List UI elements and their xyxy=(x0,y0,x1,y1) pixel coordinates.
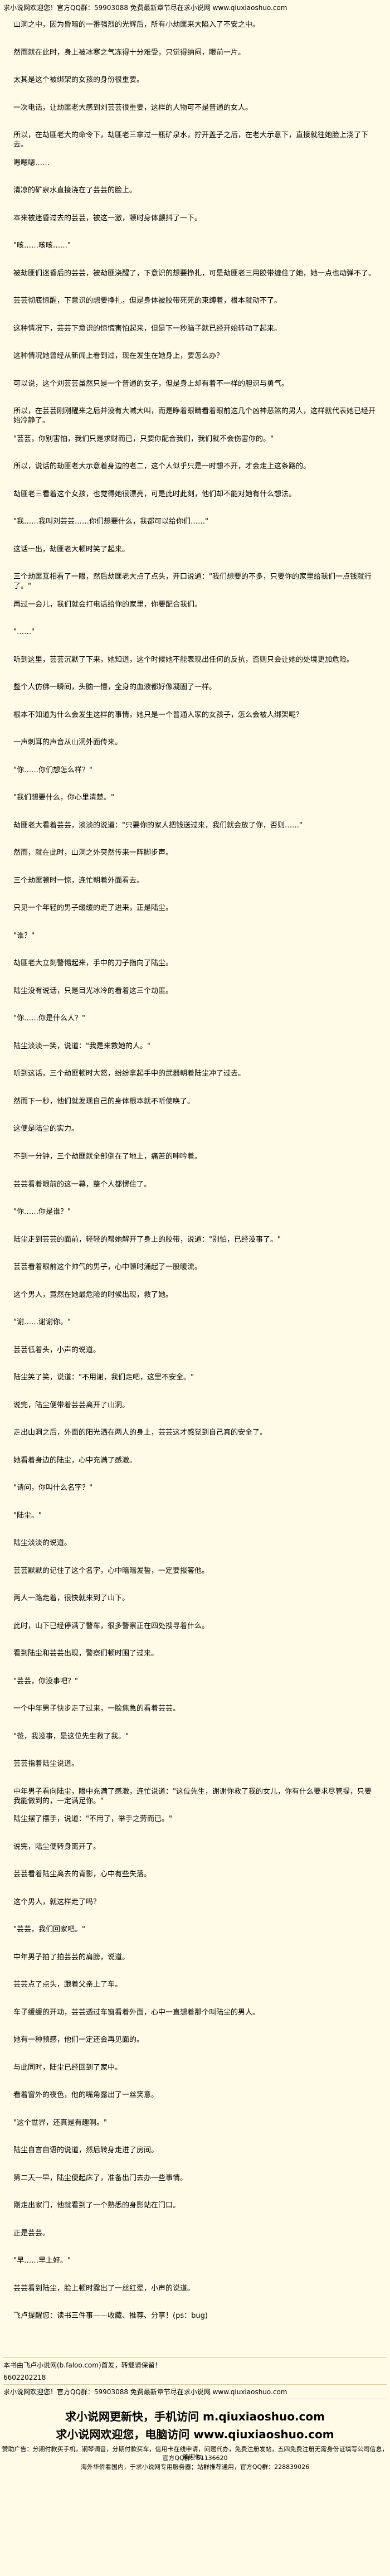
paragraph: "谢……谢谢你。" xyxy=(13,1318,71,1326)
paragraph: 听到这里，芸芸沉默了下来，她知道，这个时候她不能表现出任何的反抗，否则只会让她的… xyxy=(13,656,354,664)
site-footer-line: 求小说网欢迎您！官方QQ群：59903088 免费最新章节尽在求小说网 www.… xyxy=(3,2388,287,2396)
paragraph: 嗯嗯嗯…… xyxy=(13,159,50,167)
paragraph: 然而就在此时，身上被冰寒之气冻得十分难受，只觉得纳闷，眼前一片。 xyxy=(13,49,246,57)
paragraph: 陆尘没有说话，只是目光冰冷的看着这三个劫匪。 xyxy=(13,987,173,995)
paragraph: 芸芸低着头，小声的说道。 xyxy=(13,1346,101,1354)
paragraph: 看着窗外的夜色，他的嘴角露出了一丝笑意。 xyxy=(13,2091,159,2099)
paragraph: 看到陆尘和芸芸出现，警察们顿时围了过来。 xyxy=(13,1649,159,1658)
divider xyxy=(3,2357,387,2358)
paragraph: 芸芸彻底惊醒，下意识的想要挣扎，但是身体被胶带死死的束缚着，根本就动不了。 xyxy=(13,297,282,305)
paragraph: 走出山洞之后，外面的阳光洒在两人的身上，芸芸这才感觉到自己真的安全了。 xyxy=(13,1429,267,1437)
site-header-line: 求小说网欢迎您！官方QQ群：59903088 免费最新章节尽在求小说网 www.… xyxy=(3,4,287,12)
paragraph: 所以，说话的劫匪老大示意着身边的老二，这个人似乎只是一时想不开，才会走上这条路的… xyxy=(13,462,311,471)
paragraph: 车子缓缓的开动，芸芸透过车窗看着外面，心中一直想着那个叫陆尘的男人。 xyxy=(13,2008,260,2017)
divider xyxy=(3,2384,387,2385)
paragraph: 陆尘自言自语的说道，然后转身走进了房间。 xyxy=(13,2146,159,2154)
paragraph: 说完，陆尘便转身离开了。 xyxy=(13,1843,101,1851)
paragraph: 一次电话，让劫匪老大感到刘芸芸很重要，这样的人物可不是普通的女人。 xyxy=(13,104,253,112)
paragraph: "这个世界，还真是有趣啊。" xyxy=(13,2119,107,2127)
paragraph: 飞卢提醒您：读书三件事——收藏、推荐、分享！(ps：bug) xyxy=(13,2312,208,2320)
paragraph: 一个中年男子快步走了过来，一脸焦急的看着芸芸。 xyxy=(13,1705,181,1713)
paragraph: "爸，我没事，是这位先生救了我。" xyxy=(13,1732,129,1741)
paragraph: "我们想要什么，你心里清楚。" xyxy=(13,793,114,802)
paragraph: "你……你是谁？" xyxy=(13,1208,71,1216)
paragraph: 这便是陆尘的实力。 xyxy=(13,1125,79,1133)
paragraph: 然而下一秒，他们就发现自己的身体根本就不听使唤了。 xyxy=(13,1097,195,1106)
paragraph: 整个人仿佛一瞬间，头脑一懵，全身的血液都好像凝固了一样。 xyxy=(13,683,217,691)
paragraph: 所以，在芸芸刚刚醒来之后并没有大喊大叫，而是睁着眼睛看着眼前这几个凶神恶煞的男人… xyxy=(13,407,376,425)
paragraph: 芸芸看着陆尘离去的背影，心中有些失落。 xyxy=(13,1870,152,1878)
paragraph: 这种情况她曾经从新闻上看到过，现在发生在她身上，要怎么办？ xyxy=(13,352,224,360)
paragraph: 陆尘淡淡一笑，说道："我是来救她的人。" xyxy=(13,1042,150,1050)
paragraph: "芸芸，你别害怕，我们只是求财而已，只要你配合我们，我们就不会伤害你的。" xyxy=(13,435,274,443)
paragraph: 陆尘摆了摆手，说道："不用了，举手之劳而已。" xyxy=(13,1815,172,1823)
paragraph: "请问，你叫什么名字？" xyxy=(13,1484,92,1492)
paragraph: 她有一种预感，他们一定还会再见面的。 xyxy=(13,2036,144,2044)
paragraph: 芸芸看着眼前的这一幕，整个人都愣住了。 xyxy=(13,1180,152,1189)
paragraph: 这个男人，就这样走了吗？ xyxy=(13,1898,101,1906)
paragraph: 陆尘笑了笑，说道："不用谢，我们走吧，这里不安全。" xyxy=(13,1373,194,1382)
paragraph: 这话一出，劫匪老大顿时笑了起来。 xyxy=(13,545,130,554)
overseas-notice: 海外华侨看国内，于求小说网专用服务器；站群推荐通用，官方QQ群：22883902… xyxy=(80,2463,310,2471)
paragraph: 此时，山下已经停满了警车，很多警察正在四处搜寻着什么。 xyxy=(13,1622,209,1630)
paragraph: 中年男子看向陆尘，眼中充满了感激，连忙说道："这位先生，谢谢你救了我的女儿，你有… xyxy=(13,1788,372,1805)
footer-code: 6602202218 xyxy=(3,2374,46,2381)
paragraph: "芸芸，我们回家吧。" xyxy=(13,1925,85,1934)
paragraph: 中年男子拍了拍芸芸的肩膀，说道。 xyxy=(13,1953,130,1962)
site-slogan-desktop: 求小说网欢迎您，电脑访问 www.qiuxiaoshuo.com xyxy=(56,2428,334,2441)
qq-group-text: 官方QQ群：51136620 xyxy=(162,2454,228,2462)
paragraph: "……" xyxy=(13,628,35,636)
paragraph: 两人一路走着，很快就来到了山下。 xyxy=(13,1594,130,1602)
paragraph: 三个劫匪互相看了一眼，然后劫匪老大点了点头，开口说道："我们想要的不多，只要你的… xyxy=(13,573,372,590)
paragraph: 可以说，这个刘芸芸虽然只是一个普通的女子，但是身上却有着不一样的胆识与勇气。 xyxy=(13,380,289,388)
paragraph: 芸芸指着陆尘说道。 xyxy=(13,1760,79,1768)
site-slogan-mobile: 求小说网更新快，手机访问 m.qiuxiaoshuo.com xyxy=(65,2410,325,2423)
paragraph: 被劫匪们迷昏后的芸芸，被劫匪浇醒了，下意识的想要挣扎，可是劫匪老三用胶带缠住了她… xyxy=(13,269,376,278)
paragraph: 本来被迷昏过去的芸芸，被这一激，顿时身体颤抖了一下。 xyxy=(13,214,202,222)
sponsor-ad-text: 赞助广告：分期付款买手机，钢琴调音，分期付款买车，信用卡在线申请，问题代办，免费… xyxy=(2,2446,388,2461)
paragraph: 劫匪老三看着这个女孩，也觉得她很漂亮，可是此时此刻，他们却不能对她有什么想法。 xyxy=(13,490,296,498)
paragraph: 太其是这个被绑架的女孩的身份很重要。 xyxy=(13,76,144,84)
paragraph: "谁？" xyxy=(13,932,35,940)
paragraph: "咳……咳咳……" xyxy=(13,241,71,250)
paragraph: 清凉的矿泉水直接浇在了芸芸的脸上。 xyxy=(13,186,137,195)
paragraph: 三个劫匪顿时一惊，连忙朝着外面看去。 xyxy=(13,877,144,885)
paragraph: 山洞之中，因为昏暗的一番强烈的光辉后，所有小劫匪来大陷入了不安之中。 xyxy=(13,21,260,29)
source-notice: 本书由飞卢小说网(b.faloo.com)首发，转载请保留！ xyxy=(3,2361,162,2369)
paragraph: "你……你是什么人？" xyxy=(13,1014,85,1023)
paragraph: 她看着身边的陆尘，心中充满了感激。 xyxy=(13,1456,137,1465)
paragraph: 然而，就在此时，山洞之外突然传来一阵脚步声。 xyxy=(13,849,173,857)
paragraph: "芸芸，你没事吧？" xyxy=(13,1677,78,1686)
paragraph: 再过一会儿，我们就会打电话给你的家里，你要配合我们。 xyxy=(13,601,202,609)
paragraph: 劫匪老大看着芸芸，淡淡的说道："只要你的家人把钱送过来，我们就会放了你，否则……… xyxy=(13,821,303,830)
paragraph: 只见一个年轻的男子缓缓的走了进来，正是陆尘。 xyxy=(13,904,173,912)
paragraph: 与此同时，陆尘已经回到了家中。 xyxy=(13,2064,123,2072)
paragraph: 劫匪老大立刻警惕起来，手中的刀子指向了陆尘。 xyxy=(13,959,173,967)
paragraph: 说完，陆尘便带着芸芸离开了山洞。 xyxy=(13,1401,130,1410)
paragraph: 芸芸点了点头，跟着父亲上了车。 xyxy=(13,1981,123,1989)
paragraph: 陆尘淡淡的说道。 xyxy=(13,1539,72,1547)
paragraph: 芸芸看着眼前这个帅气的男子，心中顿时涌起了一股暖流。 xyxy=(13,1263,202,1271)
paragraph: "早……早上好。" xyxy=(13,2257,71,2265)
paragraph: 第二天一早，陆尘便起床了，准备出门去办一些事情。 xyxy=(13,2174,188,2182)
paragraph: 听到这话，三个劫匪顿时大怒，纷纷拿起手中的武器朝着陆尘冲了过去。 xyxy=(13,1069,246,1078)
paragraph: "我……我叫刘芸芸……你们想要什么，我都可以给你们……" xyxy=(13,517,208,526)
paragraph: 刚走出家门，他就看到了一个熟悉的身影站在门口。 xyxy=(13,2201,181,2210)
paragraph: 这种情况下，芸芸下意识的惊慌害怕起来，但是下一秒脑子就已经开始转动了起来。 xyxy=(13,325,282,333)
paragraph: 这个男人，竟然在她最危险的时候出现，救了她。 xyxy=(13,1291,173,1299)
paragraph: 芸芸默默的记住了这个名字，心中暗暗发誓，一定要报答他。 xyxy=(13,1567,209,1575)
paragraph: "你……你们想怎么样？" xyxy=(13,766,92,774)
paragraph: 陆尘走到芸芸的面前，轻轻的帮她解开了身上的胶带，说道："别怕，已经没事了。" xyxy=(13,1236,281,1244)
paragraph: 正是芸芸。 xyxy=(13,2229,50,2238)
paragraph: 不到一分钟，三个劫匪就全部倒在了地上，痛苦的呻吟着。 xyxy=(13,1153,202,1161)
paragraph: 根本不知道为什么会发生这样的事情，她只是一个普通人家的女孩子，怎么会被人绑架呢？ xyxy=(13,711,304,719)
paragraph: 一声刺耳的声音从山洞外面传来。 xyxy=(13,738,123,747)
paragraph: 所以，在劫匪老大的命令下，劫匪老三拿过一瓶矿泉水，拧开盖子之后，在老大示意下，直… xyxy=(13,131,369,149)
paragraph: "陆尘。" xyxy=(13,1512,42,1520)
paragraph: 芸芸看到陆尘，脸上顿时露出了一丝红晕，小声的说道。 xyxy=(13,2284,195,2293)
